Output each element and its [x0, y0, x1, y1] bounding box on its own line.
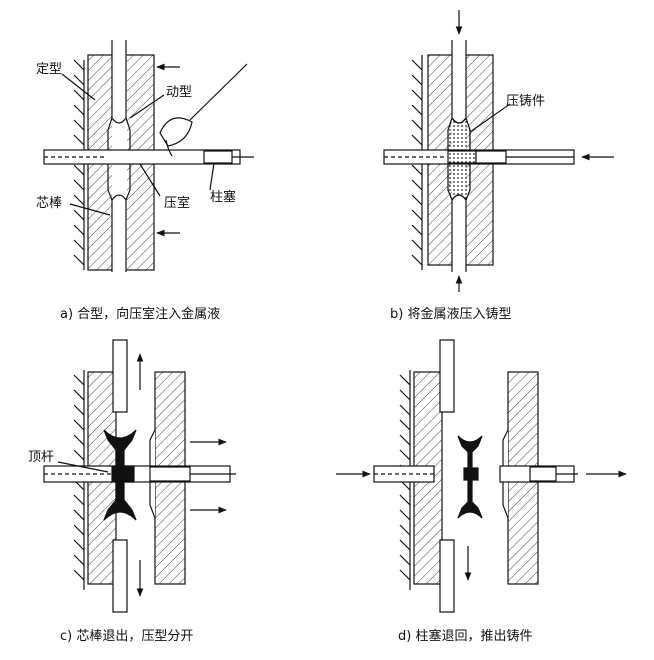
- label-fixed-die: 定型: [36, 62, 62, 77]
- caption-a: a) 合型，向压室注入金属液: [60, 306, 220, 322]
- panel-d-lower-core-rod: [439, 539, 455, 613]
- panel-c-plunger: [149, 466, 191, 482]
- label-ejector: 顶杆: [28, 450, 54, 465]
- label-plunger: 柱塞: [210, 189, 236, 205]
- panel-c: [43, 339, 236, 613]
- panel-a-plunger: [203, 150, 233, 164]
- panel-c-upper-core-rod: [112, 339, 128, 413]
- panel-a-ladle: [159, 63, 248, 157]
- caption-c: c) 芯棒退出，压型分开: [60, 629, 193, 644]
- panel-a: [43, 40, 254, 272]
- panel-d: [336, 339, 627, 613]
- panel-d-plunger: [529, 466, 557, 482]
- label-chamber: 压室: [164, 195, 190, 211]
- panel-c-lower-core-rod: [112, 539, 128, 613]
- panel-b-plunger: [475, 150, 507, 164]
- caption-d: d) 柱塞退回，推出铸件: [398, 628, 532, 644]
- label-core-rod: 芯棒: [36, 196, 62, 211]
- caption-b: b) 将金属液压入铸型: [390, 306, 511, 322]
- panel-b-lower-core-rod: [451, 194, 467, 272]
- panel-b-upper-core-rod: [451, 40, 467, 124]
- label-casting: 压铸件: [506, 93, 545, 109]
- panel-b: [383, 10, 614, 292]
- panel-a-wall-hatch: [73, 59, 85, 270]
- panel-d-upper-core-rod: [439, 339, 455, 413]
- panel-a-lower-core-rod: [111, 194, 127, 272]
- label-moving-die: 动型: [166, 85, 192, 100]
- panel-a-upper-core-rod: [111, 40, 127, 124]
